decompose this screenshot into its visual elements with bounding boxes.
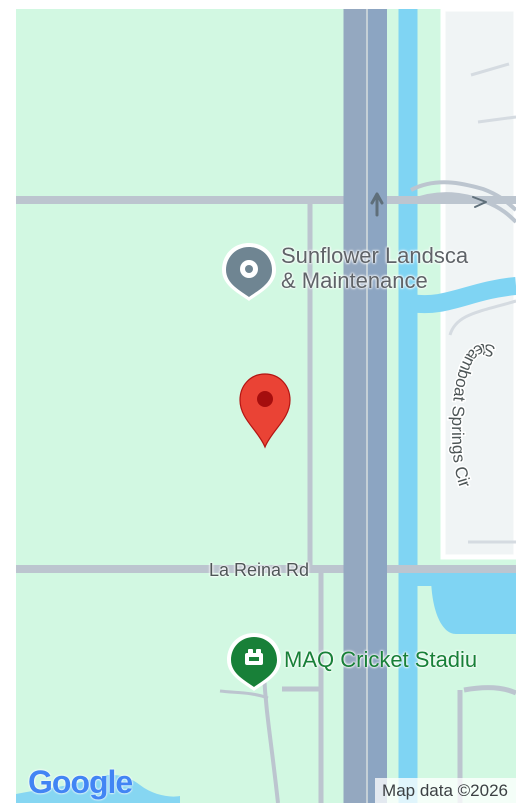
one-way-arrow-icon (370, 192, 384, 217)
access-road (262, 673, 280, 803)
maq-cricket-stadium-label[interactable]: MAQ Cricket Stadiu (284, 647, 478, 672)
neighborhood-street (470, 62, 510, 77)
lower-right-road (463, 685, 516, 696)
green-stadium-pin-icon[interactable] (227, 633, 281, 691)
neighborhood-street (448, 299, 516, 336)
canal-water (409, 277, 516, 314)
gray-place-pin-icon[interactable] (222, 243, 276, 301)
pond-water (16, 774, 180, 803)
water-body (431, 575, 516, 634)
map-attribution: Map data ©2026 (375, 778, 516, 803)
map-layers: Steamboat Springs Cir (16, 9, 516, 803)
sunflower-landscape-label[interactable]: Sunflower Landsca & Maintenance (281, 243, 468, 293)
red-location-pin-icon[interactable] (239, 373, 291, 449)
map-canvas[interactable]: Steamboat Springs Cir Sunflower Landsca … (16, 9, 516, 803)
ramp-arrow-icon (472, 196, 487, 208)
neighborhood-street (477, 115, 516, 124)
residential-block-outline (440, 9, 516, 560)
la-reina-rd-label: La Reina Rd (209, 560, 310, 580)
ramp-road (410, 180, 516, 212)
sunflower-landscape-line-2: & Maintenance (281, 268, 428, 293)
access-road (219, 689, 269, 700)
sunflower-landscape-line-1: Sunflower Landsca (281, 243, 469, 268)
google-logo: Google (28, 764, 133, 800)
